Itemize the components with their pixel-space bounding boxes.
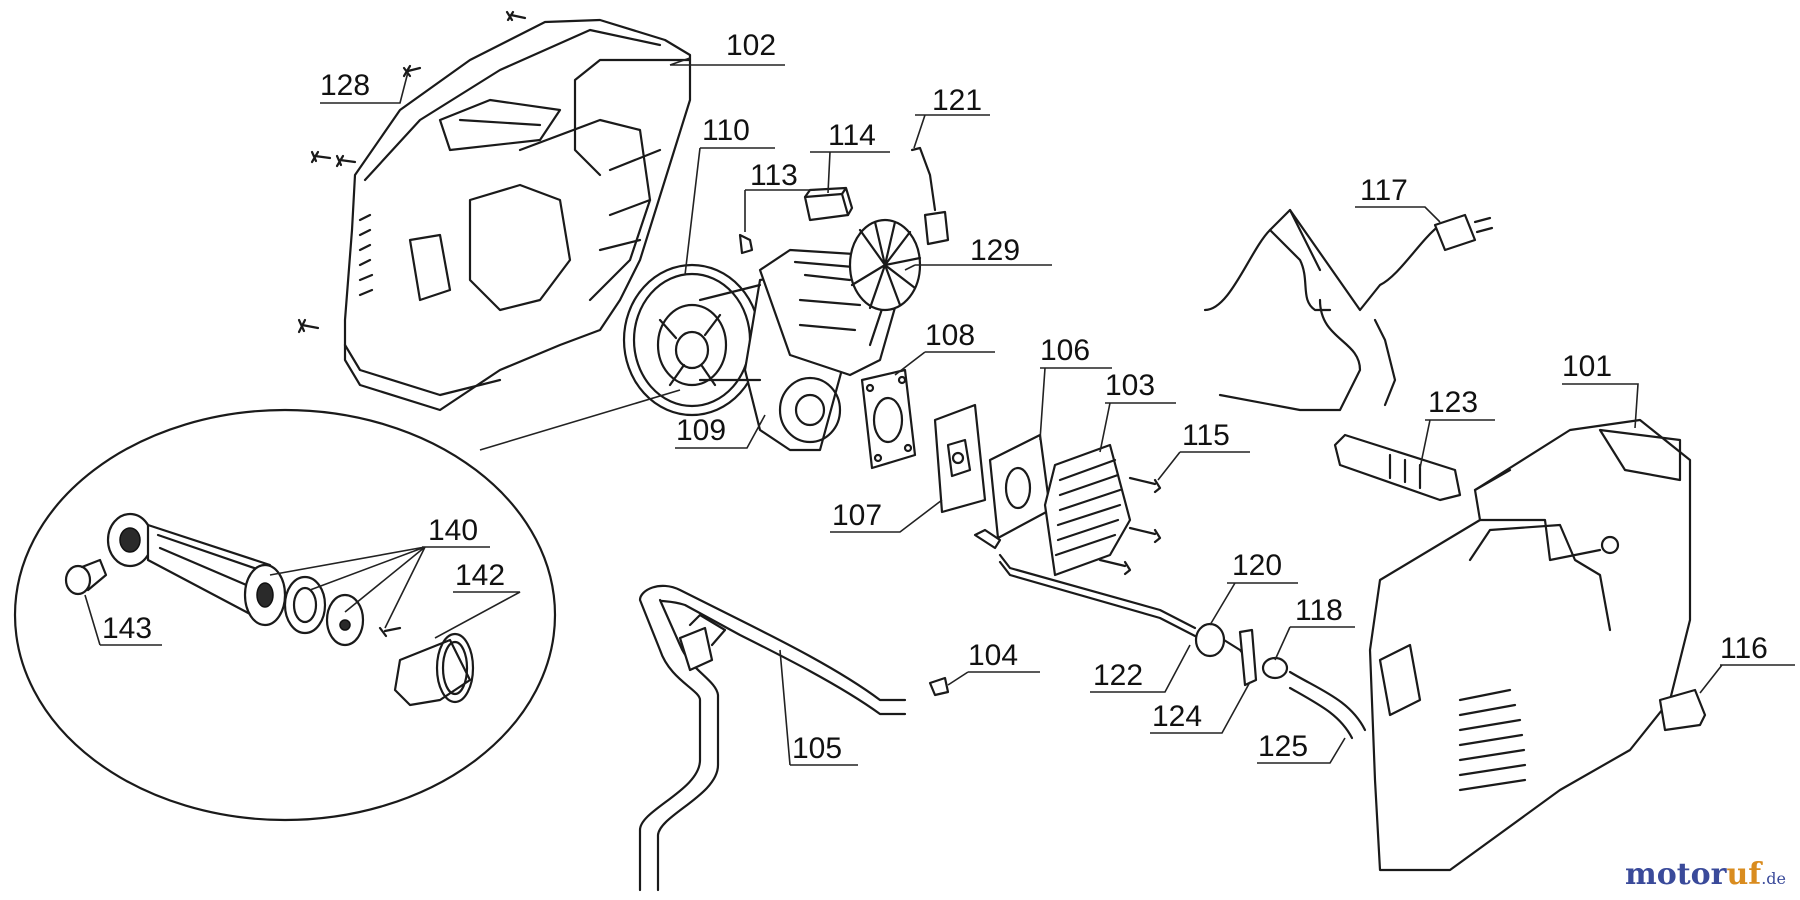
callout-label-107: 107 [832,499,882,532]
callout-142: 142 [434,559,521,639]
part-113-fastener [738,233,754,255]
part-121-brush [910,146,950,246]
callout-label-117: 117 [1360,174,1408,207]
callout-label-106: 106 [1040,334,1090,367]
callout-124: 124 [1150,681,1251,734]
callout-label-120: 120 [1232,549,1282,582]
part-123-handle-grip [1333,433,1462,502]
callout-label-105: 105 [792,732,842,765]
detail-cylinder-sleeve [393,632,475,707]
callout-103: 103 [1099,369,1176,453]
callout-label-125: 125 [1258,730,1308,763]
part-105-discharge-tube [638,584,907,892]
part-107-valve-plate [933,403,987,514]
part-104-clip [928,676,950,697]
callout-label-103: 103 [1105,369,1155,402]
part-117-power-cord [1203,208,1494,412]
callout-101: 101 [1562,350,1639,429]
callout-115: 115 [1157,419,1250,481]
callout-113: 113 [744,159,815,232]
watermark-logo: motoruf.de [1625,857,1786,892]
callout-114: 114 [810,119,890,194]
callout-105: 105 [779,649,858,766]
callout-label-102: 102 [726,29,776,62]
part-122-pressure-switch-tube [973,528,1250,662]
callout-label-104: 104 [968,639,1018,672]
callout-102: 102 [669,29,785,66]
callout-107: 107 [830,499,943,533]
callout-108: 108 [894,319,995,376]
callout-label-114: 114 [828,119,876,152]
callout-label-129: 129 [970,234,1020,267]
callout-118: 118 [1274,594,1355,661]
part-106-head-gasket [988,433,1052,540]
part-115-bolts [1098,476,1162,576]
watermark-main: motor [1625,857,1727,892]
callout-123: 123 [1419,386,1495,469]
part-102-shroud [343,18,692,412]
callout-label-124: 124 [1152,700,1202,733]
callout-label-108: 108 [925,319,975,352]
part-129-fan [848,218,922,312]
part-108-gasket [860,368,917,470]
callout-label-110: 110 [702,114,750,147]
callout-label-113: 113 [750,159,798,192]
callout-110: 110 [684,114,775,276]
callout-label-123: 123 [1428,386,1478,419]
callout-label-109: 109 [676,414,726,447]
callout-label-122: 122 [1093,659,1143,692]
callout-label-118: 118 [1295,594,1343,627]
detail-pin-143 [64,558,108,596]
part-124-bracket [1238,628,1258,687]
callout-125: 125 [1257,730,1346,764]
callout-label-142: 142 [455,559,505,592]
callout-121: 121 [913,84,990,149]
part-114-pad [803,186,854,222]
callout-106: 106 [1039,334,1112,441]
callout-label-128: 128 [320,69,370,102]
detail-seal-ring [283,575,327,635]
callout-122: 122 [1090,644,1191,693]
detail-screw-142 [378,626,402,638]
detail-washer [325,593,365,647]
callout-117: 117 [1355,174,1441,223]
screws-128 [297,10,527,334]
part-103-cylinder-head [1043,443,1132,577]
callout-129: 129 [904,234,1052,271]
callout-label-140: 140 [428,514,478,547]
detail-callout-ellipse [13,389,681,822]
watermark-accent: uf [1726,857,1762,892]
watermark-suffix: .de [1761,869,1786,888]
part-125-hose [1288,670,1367,740]
callout-128: 128 [320,69,409,104]
callout-label-115: 115 [1182,419,1230,452]
callout-104: 104 [947,639,1040,686]
callout-143: 143 [84,594,162,646]
callout-109: 109 [675,414,766,449]
part-110-pulley [622,263,762,417]
callout-label-121: 121 [932,84,982,117]
callout-116: 116 [1699,632,1795,694]
callout-label-101: 101 [1562,350,1612,383]
part-116-switch [1658,688,1707,732]
callout-120: 120 [1209,549,1298,626]
callout-label-143: 143 [102,612,152,645]
callout-label-116: 116 [1720,632,1768,665]
detail-connecting-rod [106,512,287,627]
callout-140: 140 [269,514,490,629]
part-118-fitting [1261,656,1289,680]
